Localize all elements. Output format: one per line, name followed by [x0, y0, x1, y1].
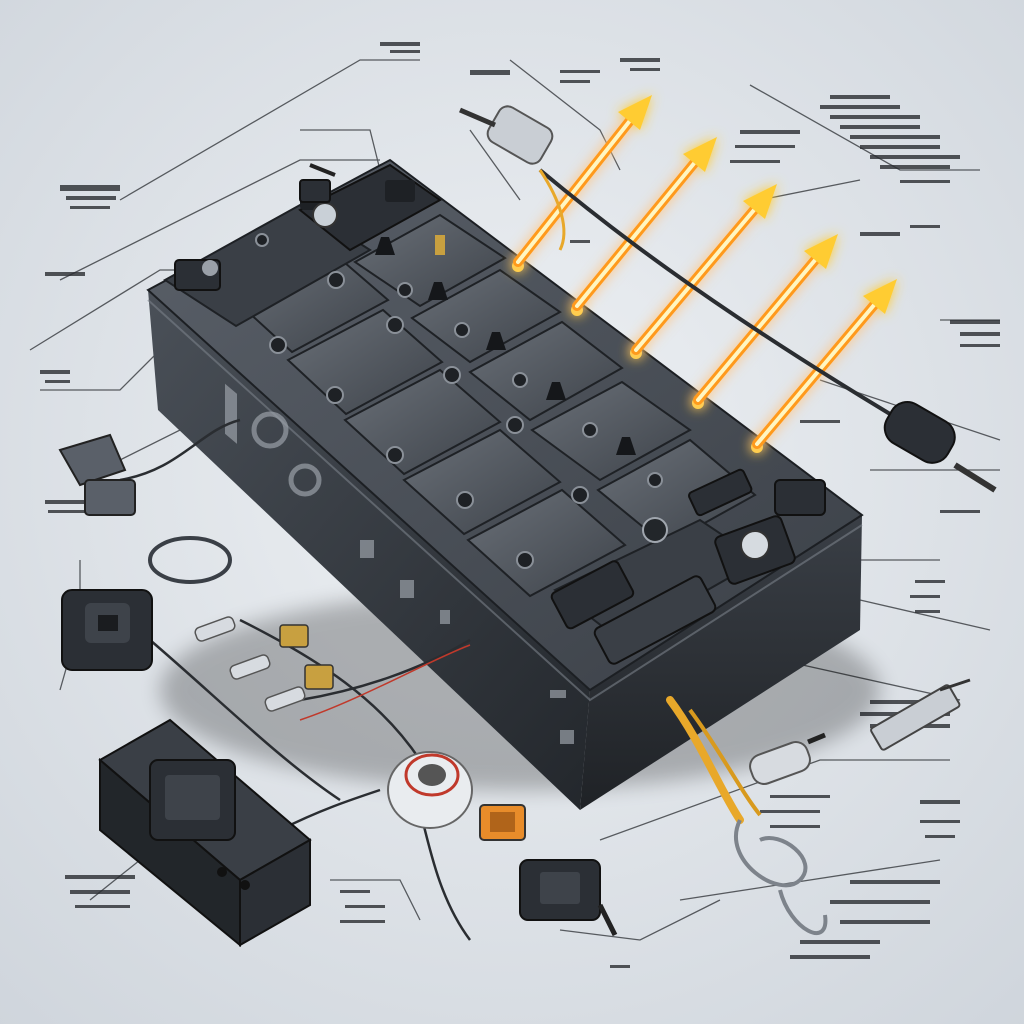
cell-plate	[468, 320, 624, 422]
connector-icon	[459, 105, 554, 165]
connector-icon	[519, 859, 618, 937]
bolt-icon	[327, 271, 345, 289]
glowing-arrow-icon	[693, 234, 838, 405]
relay-box-icon	[98, 718, 312, 948]
sensor-icon	[749, 732, 826, 785]
bolt-icon	[456, 491, 474, 509]
clip-icon	[734, 819, 828, 935]
plug-icon	[883, 401, 997, 493]
side-markings	[225, 383, 574, 744]
bracket-component	[58, 433, 136, 516]
bolt-icon	[269, 336, 287, 354]
glowing-arrow-icon	[513, 95, 652, 267]
small-connector	[299, 163, 336, 203]
connector-icon	[387, 751, 473, 829]
bolt-icon	[386, 446, 404, 464]
glowing-arrow-icon	[752, 279, 897, 449]
bolt-icon	[571, 486, 589, 504]
terminal-post	[428, 282, 448, 300]
connector-icon	[479, 804, 526, 841]
glowing-arrows	[513, 95, 897, 449]
comb-component	[870, 678, 971, 751]
terminal-post	[546, 382, 566, 400]
bolt-icon	[647, 472, 663, 488]
battery-front-side	[580, 515, 862, 810]
cell-plate	[410, 268, 562, 364]
front-module	[550, 468, 826, 665]
bolt-icon	[516, 551, 534, 569]
fuse-icon	[194, 616, 334, 712]
right-cables	[666, 678, 971, 935]
bolt-icon	[255, 233, 269, 247]
cell-plate	[530, 380, 692, 482]
top-cable	[459, 105, 997, 493]
bolt-icon	[443, 366, 461, 384]
bolt-icon	[512, 372, 528, 388]
bolt-icon	[506, 416, 524, 434]
sensor-icon	[61, 589, 153, 671]
bolt-icon	[454, 322, 470, 338]
terminal-post	[486, 332, 506, 350]
sensor-icon	[312, 202, 338, 228]
cell-plate	[343, 368, 502, 476]
terminal-post	[375, 237, 395, 255]
bolt-icon	[582, 422, 598, 438]
control-module	[174, 163, 445, 291]
glowing-arrow-icon	[631, 184, 777, 355]
bolt-icon	[397, 282, 413, 298]
bolt-icon	[326, 386, 344, 404]
bolt-icon	[386, 316, 404, 334]
rear-cover	[163, 203, 372, 328]
terminal-post	[616, 437, 636, 455]
cable-icon	[148, 536, 232, 584]
glowing-arrow-icon	[572, 137, 717, 311]
cell-plate	[466, 488, 627, 598]
left-components	[58, 418, 618, 948]
cell-plate	[402, 428, 562, 536]
